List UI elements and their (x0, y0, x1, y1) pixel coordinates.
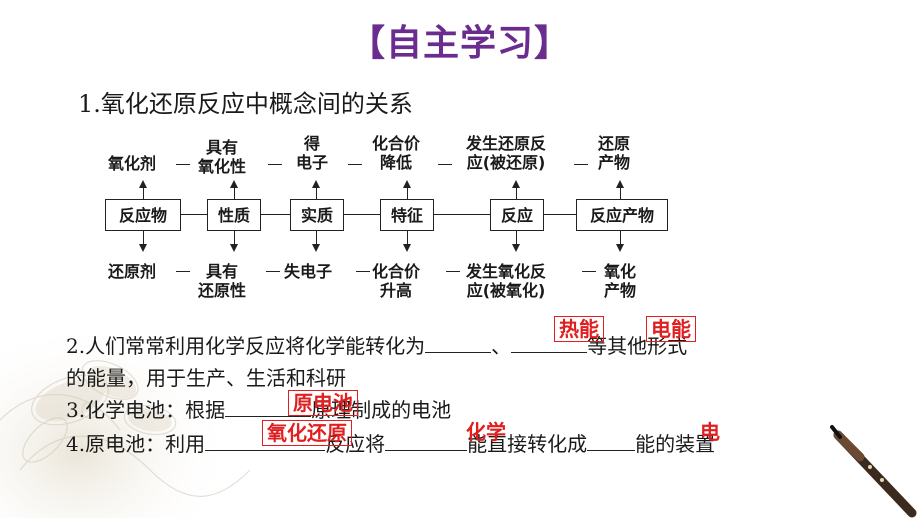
question-3: 3.化学电池：根据原理制成的电池 (66, 394, 451, 423)
bottom-label-3: 化合价升高 (372, 262, 421, 300)
bottom-label-0: 还原剂 (108, 262, 157, 281)
bottom-label-5: 氧化产物 (604, 262, 637, 300)
top-label-3: 化合价降低 (372, 134, 421, 172)
brush-decoration (830, 425, 917, 518)
top-label-0: 氧化剂 (108, 154, 157, 173)
page-title: 【自主学习】 (348, 23, 571, 64)
answer-chemical: 化学 (466, 420, 506, 444)
question-4: 4.原电池：利用反应将能直接转化成能的装置 (66, 428, 715, 457)
box-essence: 实质 (290, 199, 344, 231)
box-reaction: 反应 (490, 199, 544, 231)
answer-redox: 氧化还原 (262, 420, 352, 446)
top-label-5: 还原产物 (598, 134, 631, 172)
box-reactant: 反应物 (105, 199, 181, 231)
top-label-2: 得电子 (296, 134, 329, 172)
top-label-1: 具有氧化性 (198, 138, 247, 176)
answer-heat-energy: 热能 (554, 316, 604, 342)
answer-electric-energy: 电能 (646, 316, 696, 342)
bottom-label-4: 发生氧化反应(被氧化) (466, 262, 547, 300)
bottom-label-1: 具有还原性 (198, 262, 247, 300)
question-2-line-2: 的能量，用于生产、生活和科研 (66, 366, 346, 390)
section-heading: 1.氧化还原反应中概念间的关系 (78, 90, 413, 118)
box-property: 性质 (207, 199, 261, 231)
box-feature: 特征 (380, 199, 434, 231)
box-product: 反应产物 (576, 199, 668, 231)
bottom-label-2: 失电子 (284, 262, 333, 281)
answer-galvanic-cell: 原电池 (288, 390, 358, 416)
question-2-line-1: 2.人们常常利用化学反应将化学能转化为、等其他形式 (66, 330, 687, 359)
answer-electric: 电 (700, 420, 720, 444)
top-label-4: 发生还原反应(被还原) (466, 134, 547, 172)
